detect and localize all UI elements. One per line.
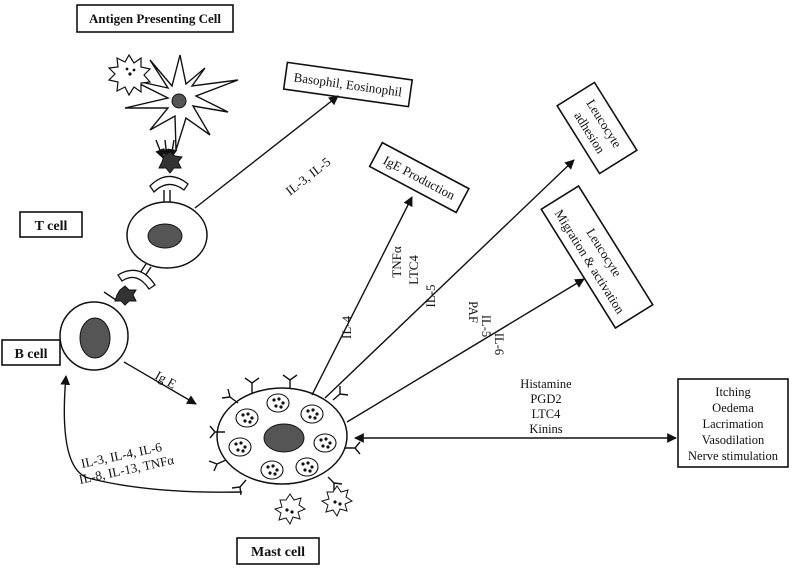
label-il3-il5: IL-3, IL-5 [283, 154, 334, 198]
effect-itching: Itching [715, 385, 751, 399]
allergen-icon-2 [320, 485, 354, 518]
tcell-title: T cell [35, 219, 68, 234]
tcr-receptor-icon [149, 175, 189, 194]
t-cell [126, 175, 208, 269]
mast-title-box: Mast cell [236, 537, 320, 565]
arrow-t-to-basophil [194, 95, 339, 209]
label-kinins: Kinins [529, 422, 562, 436]
effect-lacrimation: Lacrimation [702, 417, 764, 431]
apc-nucleus [171, 93, 187, 109]
adhesion-box: Leucocyte adhesion [556, 81, 638, 175]
label-pgd2: PGD2 [530, 392, 561, 406]
label-tnfa: TNFα [389, 246, 404, 278]
tcell-title-box: T cell [19, 211, 83, 238]
mast-nucleus [263, 423, 305, 453]
arrow-mast-to-adhesion [324, 159, 575, 399]
effect-nerve-stimulation: Nerve stimulation [688, 449, 779, 463]
apc-title: Antigen Presenting Cell [89, 11, 221, 26]
bcell-title-box: B cell [1, 339, 61, 366]
b-cell [59, 301, 129, 371]
b-antigen-icon [114, 285, 137, 306]
apc-title-box: Antigen Presenting Cell [76, 4, 234, 33]
bcr-receptor-icon [117, 269, 156, 290]
mast-cell [208, 374, 361, 526]
ige-receptors [208, 374, 361, 496]
label-ltc4-b: LTC4 [532, 407, 561, 421]
effects-box: Itching Oedema Lacrimation Vasodilation … [677, 378, 789, 468]
bcell-title: B cell [14, 347, 47, 362]
allergen-icon-1 [273, 493, 307, 526]
label-il4: IL-4 [339, 315, 354, 339]
arrow-mast-to-migration [346, 278, 585, 423]
label-ig-e: Ig E [153, 368, 180, 392]
mast-title: Mast cell [251, 545, 305, 560]
arrows [60, 95, 677, 493]
arrow-mast-to-ige [311, 196, 413, 396]
label-paf: PAF [466, 301, 480, 323]
label-il5-b: IL-5 [479, 315, 493, 337]
presented-antigen-icon [158, 151, 183, 174]
bcell-nucleus [79, 317, 111, 359]
antigen-presenting-cell [107, 53, 239, 174]
arrow-b-to-mast [123, 361, 197, 405]
basophil-box: Basophil, Eosinophil [282, 61, 414, 108]
label-histamine: Histamine [520, 377, 572, 391]
label-ltc4: LTC4 [406, 255, 421, 285]
tb-synapse [103, 263, 156, 306]
tcell-nucleus [147, 223, 183, 249]
granule-dots [234, 397, 332, 476]
migration-box: Leucocyte Migration & activation [540, 184, 654, 330]
ige-production-box: IgE Production [368, 141, 470, 214]
label-il5-a: IL-5 [423, 284, 438, 307]
effect-oedema: Oedema [712, 401, 754, 415]
mast-granules [228, 393, 337, 480]
arrow-mast-to-b [60, 375, 243, 493]
label-il6: IL-6 [492, 333, 506, 355]
effect-vasodilation: Vasodilation [702, 433, 765, 447]
